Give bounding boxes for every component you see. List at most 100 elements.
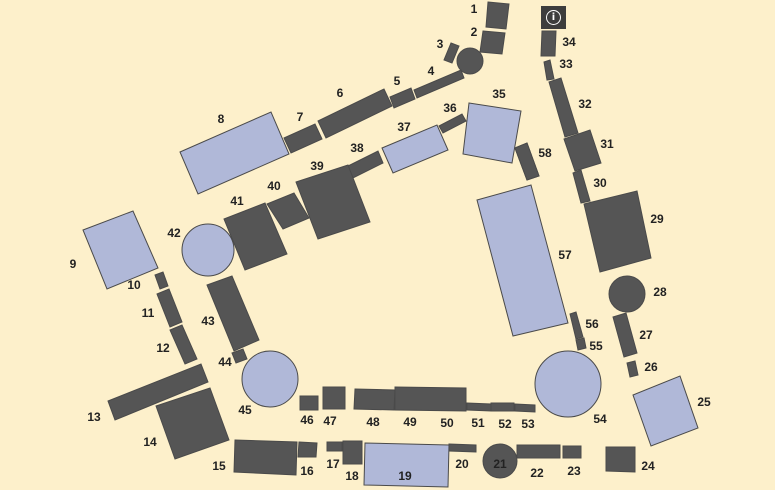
plot-23[interactable] xyxy=(562,445,582,459)
plot-label-31: 31 xyxy=(600,137,614,151)
plot-32[interactable] xyxy=(548,77,579,138)
plot-label-35: 35 xyxy=(492,87,506,101)
plot-label-11: 11 xyxy=(142,306,155,320)
plot-label-17: 17 xyxy=(326,457,340,471)
plot-27[interactable] xyxy=(612,312,638,358)
plot-14[interactable] xyxy=(155,387,230,460)
plot-17[interactable] xyxy=(326,441,343,452)
plot-label-29: 29 xyxy=(650,212,664,226)
plot-41[interactable] xyxy=(223,202,288,271)
plot-52[interactable] xyxy=(514,403,536,413)
plot-label-1: 1 xyxy=(471,2,478,16)
plot-label-38: 38 xyxy=(350,141,364,155)
plot-31[interactable] xyxy=(563,129,602,172)
plot-55[interactable] xyxy=(569,311,584,340)
plot-label-45: 45 xyxy=(238,403,252,417)
plot-label-7: 7 xyxy=(297,110,304,124)
plot-label-55: 55 xyxy=(589,339,603,353)
plot-48[interactable] xyxy=(353,388,396,411)
plot-33[interactable] xyxy=(543,59,555,81)
plot-label-14: 14 xyxy=(143,435,157,449)
plot-36[interactable] xyxy=(438,113,467,134)
plot-22[interactable] xyxy=(516,444,561,459)
plot-43[interactable] xyxy=(206,275,260,352)
plot-9[interactable] xyxy=(82,210,159,290)
plot-label-3: 3 xyxy=(437,37,444,51)
plot-45[interactable] xyxy=(241,350,299,408)
plot-label-33: 33 xyxy=(559,57,573,71)
plot-18[interactable] xyxy=(342,440,363,465)
plot-label-26: 26 xyxy=(644,360,658,374)
plot-1[interactable] xyxy=(485,1,510,30)
plot-label-42: 42 xyxy=(167,226,181,240)
plot-16[interactable] xyxy=(297,441,318,458)
plot-12[interactable] xyxy=(169,324,198,365)
plot-11[interactable] xyxy=(156,288,183,328)
plot-label-30: 30 xyxy=(593,176,607,190)
plot-label-37: 37 xyxy=(397,120,411,134)
plot-label-54: 54 xyxy=(593,412,607,426)
info-button[interactable]: i xyxy=(541,6,566,29)
plot-58[interactable] xyxy=(514,142,540,181)
junction-node xyxy=(456,47,484,75)
plot-label-8: 8 xyxy=(218,112,225,126)
plot-3[interactable] xyxy=(443,42,460,64)
plot-21[interactable] xyxy=(482,443,518,479)
plot-label-53: 53 xyxy=(521,417,535,431)
plot-30[interactable] xyxy=(572,169,591,204)
plot-34[interactable] xyxy=(540,30,557,57)
plot-label-46: 46 xyxy=(300,413,314,427)
plot-label-32: 32 xyxy=(578,97,592,111)
plot-46[interactable] xyxy=(299,395,319,411)
plot-label-28: 28 xyxy=(653,285,667,299)
plot-54[interactable] xyxy=(575,337,587,351)
plot-label-41: 41 xyxy=(230,194,244,208)
plot-label-20: 20 xyxy=(455,457,469,471)
plot-label-13: 13 xyxy=(87,410,101,424)
plot-10[interactable] xyxy=(154,271,169,290)
plot-53[interactable] xyxy=(534,350,602,418)
plot-label-27: 27 xyxy=(639,328,653,342)
plot-label-24: 24 xyxy=(641,459,655,473)
plot-56[interactable] xyxy=(476,184,569,337)
plot-label-52: 52 xyxy=(498,417,512,431)
plot-label-4: 4 xyxy=(428,64,435,78)
plot-42[interactable] xyxy=(181,223,235,277)
plot-24[interactable] xyxy=(605,446,636,473)
plot-44[interactable] xyxy=(231,348,248,364)
plot-39[interactable] xyxy=(295,164,371,240)
plot-28[interactable] xyxy=(608,275,646,313)
plot-25[interactable] xyxy=(632,375,699,447)
plot-49[interactable] xyxy=(394,386,467,412)
plot-47[interactable] xyxy=(322,386,346,410)
plot-4[interactable] xyxy=(413,69,465,99)
plot-50[interactable] xyxy=(466,402,492,412)
plot-37[interactable] xyxy=(381,124,449,174)
plot-51[interactable] xyxy=(490,402,515,412)
plot-40[interactable] xyxy=(266,192,310,230)
plot-label-36: 36 xyxy=(443,101,457,115)
plot-19[interactable] xyxy=(363,442,450,488)
plot-2[interactable] xyxy=(479,30,506,55)
plot-5[interactable] xyxy=(389,87,416,109)
plot-8[interactable] xyxy=(179,111,290,195)
plot-label-51: 51 xyxy=(471,416,485,430)
plot-26[interactable] xyxy=(626,360,639,378)
plot-label-9: 9 xyxy=(70,257,77,271)
plot-label-49: 49 xyxy=(403,415,417,429)
plot-label-48: 48 xyxy=(366,415,380,429)
plot-label-40: 40 xyxy=(267,179,281,193)
plot-6[interactable] xyxy=(317,88,393,139)
plot-label-34: 34 xyxy=(562,35,576,49)
plot-label-47: 47 xyxy=(323,414,337,428)
plot-29[interactable] xyxy=(583,190,652,273)
plot-15[interactable] xyxy=(233,439,298,476)
plot-7[interactable] xyxy=(283,123,323,154)
plot-35[interactable] xyxy=(462,102,522,164)
plot-20[interactable] xyxy=(448,443,477,453)
plot-13[interactable] xyxy=(107,363,209,421)
plot-label-25: 25 xyxy=(697,395,711,409)
plot-label-44: 44 xyxy=(218,355,232,369)
plot-label-56: 56 xyxy=(585,317,599,331)
